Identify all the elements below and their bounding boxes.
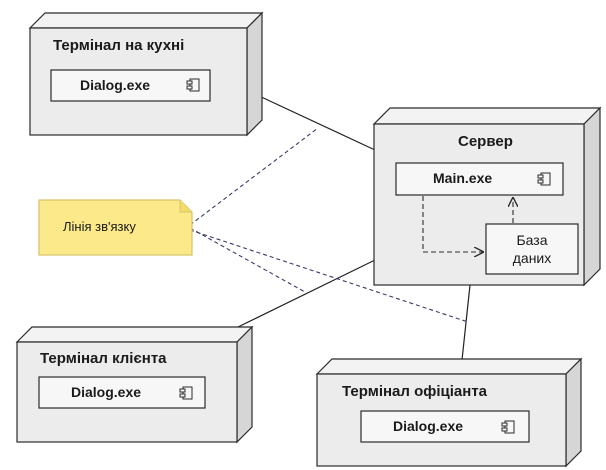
- database-label-line1: База: [516, 232, 548, 248]
- node-waiter-terminal[interactable]: [315, 357, 583, 468]
- node-server[interactable]: [372, 106, 602, 287]
- component-icon: [186, 78, 200, 92]
- link-kitchen-server: [256, 94, 376, 151]
- component-database: [485, 223, 579, 275]
- component-icon: [537, 172, 551, 186]
- waiter-component-name: Dialog.exe: [393, 418, 464, 434]
- server-title: Сервер: [458, 133, 513, 150]
- component-dialog-kitchen: [50, 69, 211, 102]
- kitchen-component-name: Dialog.exe: [80, 77, 151, 93]
- node-client-terminal[interactable]: [15, 325, 254, 444]
- component-icon: [179, 386, 193, 400]
- client-component-name: Dialog.exe: [71, 384, 142, 400]
- dependency-main-to-db: [422, 196, 483, 252]
- note-connection-line[interactable]: [38, 199, 193, 256]
- link-client-server: [237, 259, 376, 328]
- database-label-line2: даних: [512, 250, 552, 266]
- component-icon: [501, 420, 515, 434]
- client-terminal-title: Термінал клієнта: [40, 350, 167, 367]
- component-main: [395, 162, 564, 196]
- waiter-terminal-title: Термінал офіціанта: [342, 383, 488, 400]
- component-dialog-client: [38, 376, 206, 409]
- server-component-name: Main.exe: [433, 170, 493, 186]
- database-label: База даних: [486, 231, 578, 267]
- note-anchor-lines: [189, 127, 469, 323]
- link-waiter-server: [461, 284, 471, 361]
- component-dialog-waiter: [360, 410, 530, 443]
- node-kitchen-terminal[interactable]: [28, 11, 264, 137]
- kitchen-terminal-title: Термінал на кухні: [53, 37, 185, 54]
- note-text: Лінія зв'язку: [63, 219, 136, 234]
